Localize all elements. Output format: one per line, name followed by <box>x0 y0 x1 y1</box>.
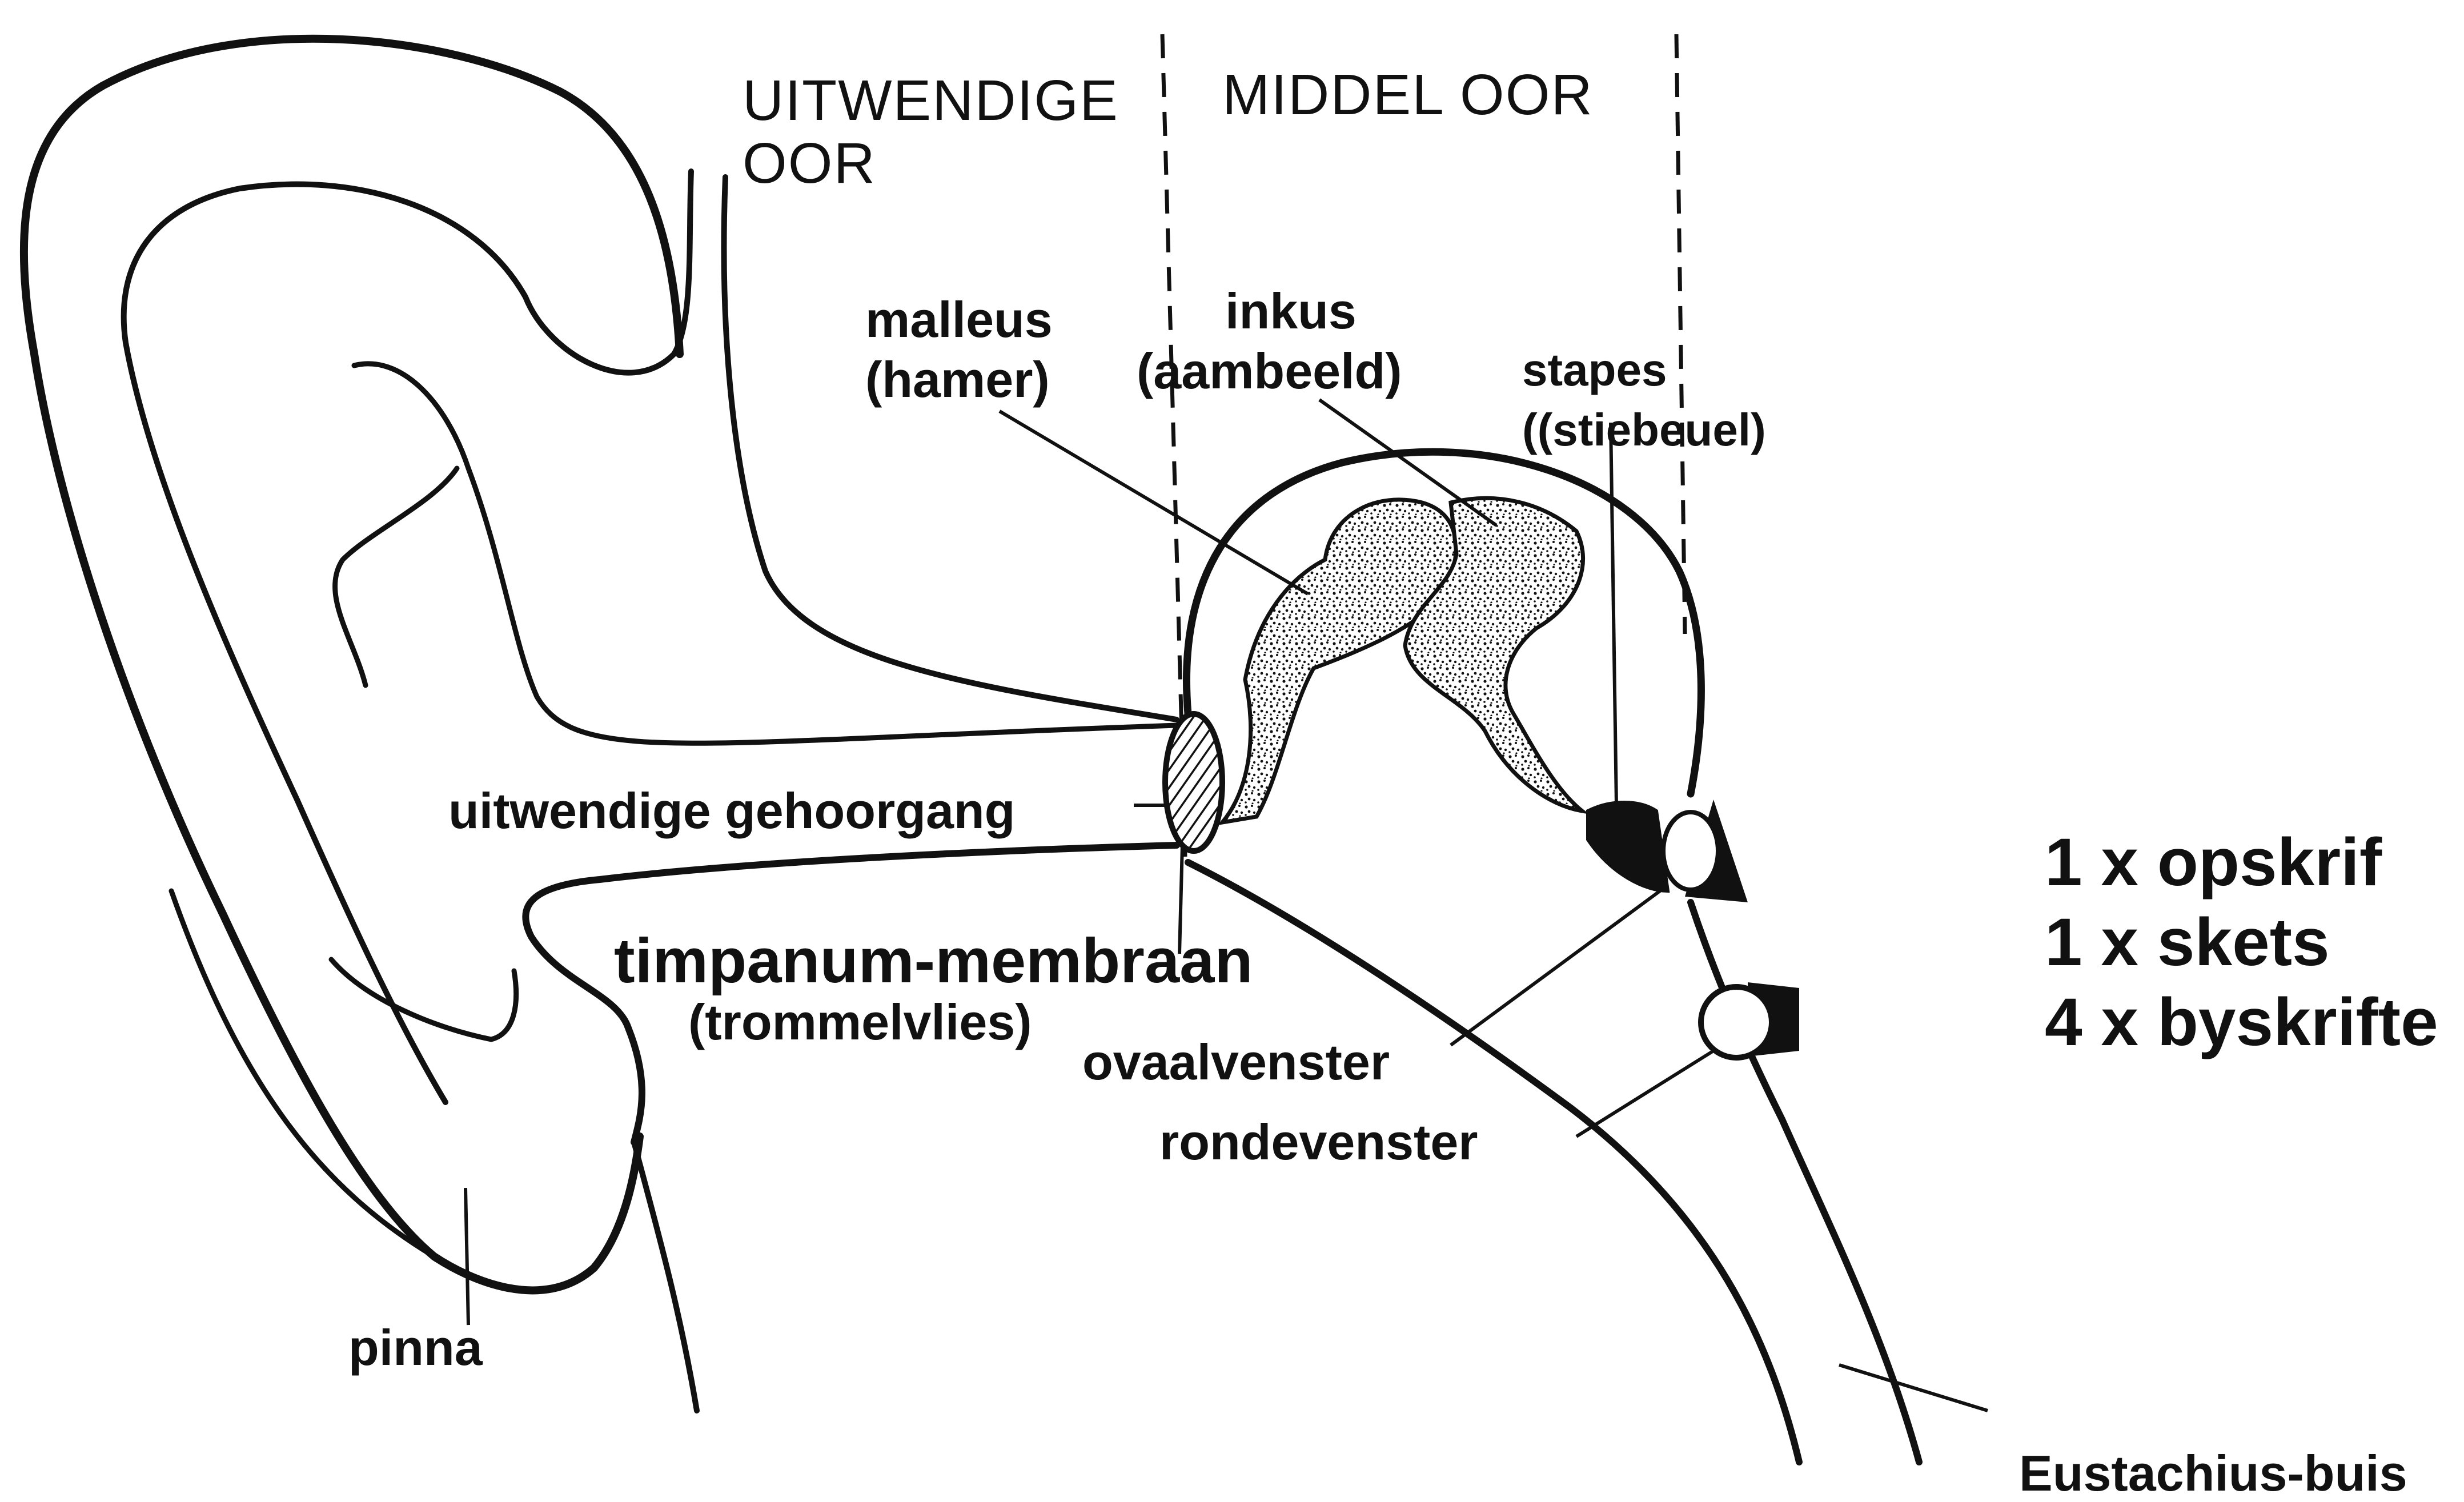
stapes-bone <box>1588 802 1668 891</box>
marking-note: 1 x opskrif <box>2045 825 2382 900</box>
pinna-drawing <box>24 39 1177 1411</box>
concha-line <box>724 177 1177 720</box>
label-round-window: rondevenster <box>1159 1114 1478 1170</box>
tragus-curve <box>331 959 516 1039</box>
label-inkus-line1: inkus <box>1225 283 1357 339</box>
pinna-outer-rim <box>24 39 680 1291</box>
pinna-leader <box>465 1188 468 1325</box>
marking-note: 4 x byskrifte <box>2045 985 2438 1060</box>
tympanic-membrane <box>1165 714 1222 851</box>
label-middle-ear: MIDDEL OOR <box>1222 63 1594 127</box>
diagram-labels: UITWENDIGE OOR MIDDEL OOR malleus (hamer… <box>348 63 2407 1501</box>
label-stapes-line1: stapes <box>1522 344 1667 395</box>
label-malleus-line2: (hamer) <box>865 351 1050 408</box>
stapes-leader <box>1611 423 1616 805</box>
label-oval-window: ovaalvenster <box>1082 1034 1390 1090</box>
marking-notes: 1 x opskrif 1 x skets 4 x byskrifte <box>2045 825 2438 1060</box>
lobule-line <box>634 1142 697 1411</box>
label-tympanum-line2: (trommelvlies) <box>688 994 1032 1050</box>
label-inkus-line2: (aambeeld) <box>1137 343 1402 399</box>
divider-middle-inner <box>1676 34 1685 634</box>
label-outer-ear-line1: UITWENDIGE <box>743 69 1119 132</box>
label-eustachian: Eustachius-buis <box>2019 1445 2407 1501</box>
label-malleus-line1: malleus <box>865 291 1053 348</box>
label-tympanum-line1: timpanum-membraan <box>614 926 1253 996</box>
oval-window-leader <box>1451 885 1668 1045</box>
marking-note: 1 x skets <box>2045 905 2330 980</box>
leader-lines <box>465 400 1988 1411</box>
antihelix-crus <box>335 468 457 685</box>
label-ear-canal: uitwendige gehoorgang <box>448 782 1015 839</box>
oval-window <box>1663 812 1718 890</box>
eustachian-leader <box>1839 1365 1988 1411</box>
label-stapes-line2: ((stiebeuel) <box>1522 404 1766 455</box>
round-window <box>1701 987 1772 1058</box>
antihelix <box>354 364 1177 743</box>
label-pinna: pinna <box>348 1319 483 1376</box>
label-outer-ear-line2: OOR <box>743 131 876 195</box>
pinna-helix-inner <box>124 171 691 1102</box>
round-window-leader <box>1576 1051 1713 1136</box>
